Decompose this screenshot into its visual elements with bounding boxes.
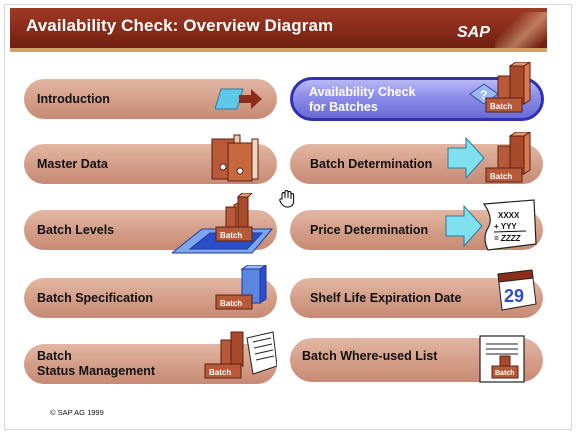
nav-item-label: Batch Levels — [37, 223, 115, 237]
batch-label: Batch — [495, 370, 514, 377]
batch-label: Batch — [220, 299, 242, 308]
batch-label: Batch — [490, 102, 512, 111]
sap-swoosh — [495, 12, 547, 48]
nav-item-label-line-2: for Batches — [309, 100, 378, 114]
batch-determination-icon: Batch — [447, 132, 531, 183]
availability-check-icon: ? Batch — [469, 62, 531, 113]
copyright-footer: © SAP AG 1999 — [50, 408, 104, 417]
sap-logo: SAP — [457, 24, 490, 41]
calendar-icon: 29 — [497, 269, 537, 311]
price-determination-icon: XXXX + YYY = ZZZZ — [445, 199, 537, 251]
nav-item-label-line-1: Availability Check — [309, 85, 416, 99]
calc-line-3: = ZZZZ — [494, 234, 522, 243]
nav-item-label: Batch Where-used List — [302, 349, 438, 363]
batch-label: Batch — [220, 231, 242, 240]
nav-item-label-line-2: Status Management — [37, 364, 156, 378]
binders-icon — [211, 134, 259, 182]
calc-line-2: + YYY — [494, 222, 517, 231]
batch-label: Batch — [490, 172, 512, 181]
batch-label: Batch — [209, 368, 231, 377]
arrow-icon — [215, 88, 262, 110]
question-mark: ? — [480, 88, 487, 102]
page-title: Availability Check: Overview Diagram — [26, 16, 334, 35]
document-icon: Batch — [479, 335, 525, 383]
nav-item-label: Introduction — [37, 92, 110, 106]
nav-item-label: Shelf Life Expiration Date — [310, 291, 462, 305]
header-bar — [10, 8, 547, 50]
slide-border — [4, 4, 572, 430]
nav-item-label: Batch Specification — [37, 291, 153, 305]
header-stripe — [10, 48, 547, 52]
calc-line-1: XXXX — [498, 211, 520, 220]
batch-levels-icon: Batch — [172, 193, 274, 254]
calendar-day: 29 — [504, 286, 524, 306]
nav-item-label: Price Determination — [310, 223, 429, 237]
batch-status-icon: Batch — [204, 331, 277, 379]
nav-item-label: Master Data — [37, 157, 108, 171]
nav-item-label-line-1: Batch — [37, 349, 72, 363]
nav-item-label: Batch Determination — [310, 157, 433, 171]
hand-cursor-icon — [279, 190, 295, 208]
batch-specification-icon: Batch — [215, 265, 267, 310]
